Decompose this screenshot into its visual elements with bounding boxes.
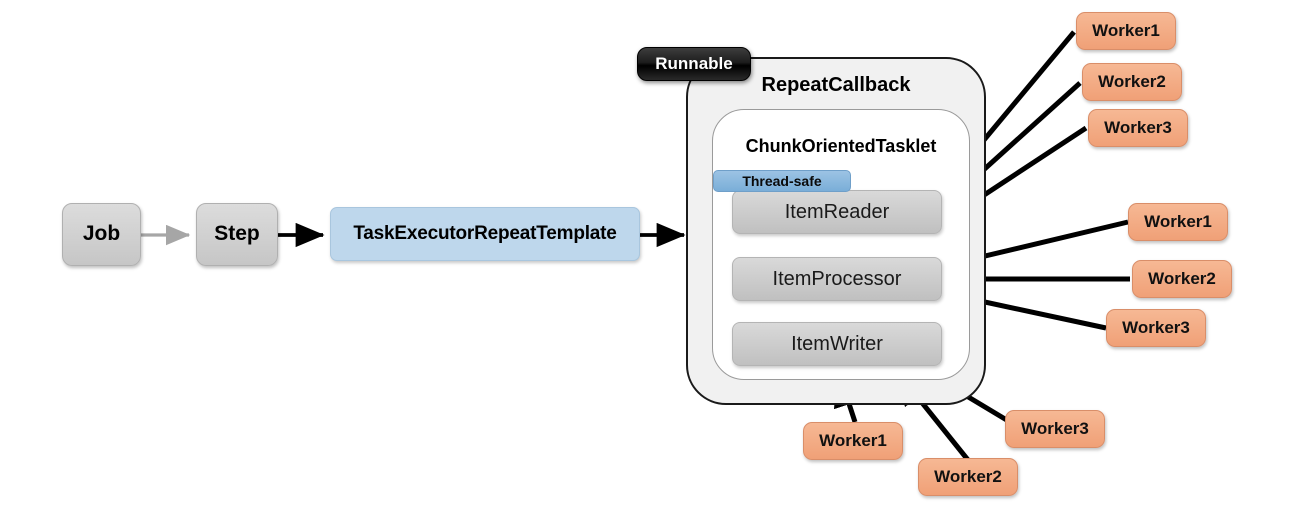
stage-item-reader-label: ItemReader xyxy=(784,200,890,223)
worker-writer-worker2[interactable]: Worker2 xyxy=(918,458,1018,496)
worker-processor-worker2[interactable]: Worker2 xyxy=(1132,260,1232,298)
thread-safe-badge-label: Thread-safe xyxy=(742,173,822,189)
worker-processor-worker1-label: Worker1 xyxy=(1144,212,1212,231)
stage-item-processor[interactable]: ItemProcessor xyxy=(732,257,942,301)
worker-reader-worker2-label: Worker2 xyxy=(1098,72,1166,91)
worker-writer-worker2-label: Worker2 xyxy=(934,467,1002,486)
worker-writer-worker1[interactable]: Worker1 xyxy=(803,422,903,460)
runnable-badge-label: Runnable xyxy=(655,54,733,73)
stage-item-writer[interactable]: ItemWriter xyxy=(732,322,942,366)
thread-safe-badge: Thread-safe xyxy=(713,170,851,192)
worker-reader-worker3[interactable]: Worker3 xyxy=(1088,109,1188,147)
worker-processor-worker3-label: Worker3 xyxy=(1122,318,1190,337)
stage-item-reader[interactable]: ItemReader xyxy=(732,190,942,234)
container-repeat-callback-title: RepeatCallback xyxy=(761,74,911,96)
runnable-badge: Runnable xyxy=(637,47,751,81)
node-step-label: Step xyxy=(214,222,260,246)
node-job[interactable]: Job xyxy=(62,203,141,266)
worker-reader-worker1[interactable]: Worker1 xyxy=(1076,12,1176,50)
worker-reader-worker1-label: Worker1 xyxy=(1092,21,1160,40)
container-chunk-oriented-tasklet-title: ChunkOrientedTasklet xyxy=(745,136,937,156)
worker-processor-worker1[interactable]: Worker1 xyxy=(1128,203,1228,241)
node-task-executor-repeat-template[interactable]: TaskExecutorRepeatTemplate xyxy=(330,207,640,261)
stage-item-writer-label: ItemWriter xyxy=(791,332,883,355)
worker-processor-worker2-label: Worker2 xyxy=(1148,269,1216,288)
worker-reader-worker3-label: Worker3 xyxy=(1104,118,1172,137)
worker-writer-worker1-label: Worker1 xyxy=(819,431,887,450)
worker-writer-worker3[interactable]: Worker3 xyxy=(1005,410,1105,448)
worker-reader-worker2[interactable]: Worker2 xyxy=(1082,63,1182,101)
worker-processor-worker3[interactable]: Worker3 xyxy=(1106,309,1206,347)
stage-item-processor-label: ItemProcessor xyxy=(772,267,902,290)
node-task-executor-repeat-template-label: TaskExecutorRepeatTemplate xyxy=(353,223,617,245)
worker-writer-worker3-label: Worker3 xyxy=(1021,419,1089,438)
node-job-label: Job xyxy=(82,222,121,246)
node-step[interactable]: Step xyxy=(196,203,278,266)
